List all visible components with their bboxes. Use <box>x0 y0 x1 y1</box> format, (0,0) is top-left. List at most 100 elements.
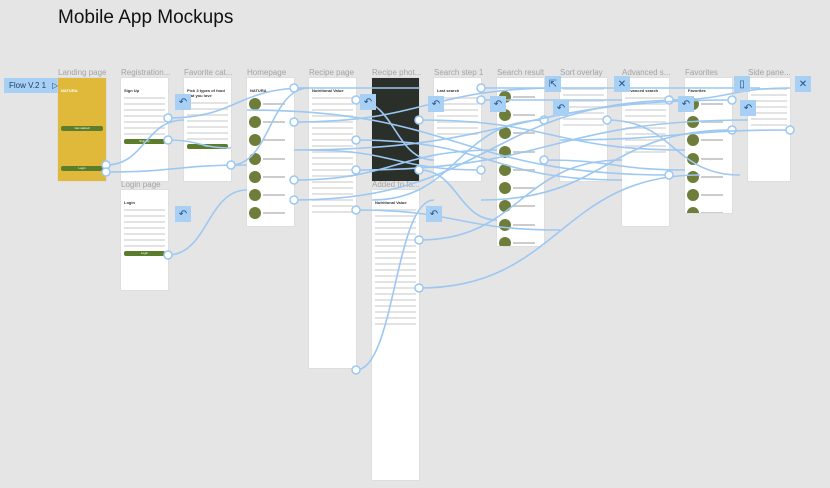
frame-label: Side pane... <box>748 68 791 77</box>
mockup-frame[interactable]: NATURA <box>247 78 294 226</box>
mockup-frame[interactable]: Nutritional Value <box>309 78 356 368</box>
text-line <box>375 251 416 253</box>
text-line <box>751 88 787 90</box>
frame-button[interactable]: Login <box>61 166 103 171</box>
food-image <box>687 170 699 183</box>
flow-start-button[interactable]: Flow V.2 1 ▷ <box>4 78 64 93</box>
list-item[interactable] <box>247 113 294 131</box>
list-item[interactable] <box>497 179 544 197</box>
list-item[interactable] <box>497 124 544 142</box>
text-line <box>563 94 604 96</box>
mockup-frame[interactable] <box>748 78 790 181</box>
text-line <box>751 106 787 108</box>
back-icon[interactable]: ↶ <box>678 96 694 112</box>
text-line <box>375 275 416 277</box>
list-item[interactable] <box>685 186 732 204</box>
frame-label: Homepage <box>247 68 287 77</box>
list-item[interactable] <box>497 197 544 215</box>
flow-label: Flow V.2 1 <box>9 81 47 90</box>
food-image <box>249 134 261 147</box>
list-item[interactable] <box>497 161 544 179</box>
list-item[interactable] <box>247 204 294 222</box>
frame-label: Favorite cat... <box>184 68 233 77</box>
food-image <box>499 127 511 140</box>
open-overlay-icon[interactable]: ⇱ <box>545 76 561 92</box>
list-item[interactable] <box>685 168 732 186</box>
text-line <box>625 145 666 147</box>
list-item[interactable] <box>685 204 732 213</box>
mockup-frame[interactable] <box>372 78 419 181</box>
text-line <box>375 239 416 241</box>
text-line <box>312 205 353 207</box>
back-icon[interactable]: ↶ <box>426 206 442 222</box>
frame-heading: Pick 3 types of food that you love <box>187 88 225 98</box>
text-line <box>187 132 228 134</box>
text-line <box>124 227 165 229</box>
close-icon[interactable]: ✕ <box>614 76 630 92</box>
list-item[interactable] <box>685 150 732 168</box>
back-icon[interactable]: ↶ <box>175 206 191 222</box>
list-item[interactable] <box>247 95 294 113</box>
list-item[interactable] <box>247 223 294 226</box>
back-icon[interactable]: ↶ <box>553 100 569 116</box>
text-line <box>312 181 353 183</box>
frame-button[interactable]: Get started <box>61 126 103 131</box>
list-item[interactable] <box>685 131 732 149</box>
back-icon[interactable]: ↶ <box>428 96 444 112</box>
open-panel-icon[interactable]: ▯ <box>734 76 750 92</box>
text-line <box>375 305 416 307</box>
frame-label: Sort overlay <box>560 68 603 77</box>
mockup-frame[interactable]: Advanced search <box>622 78 669 226</box>
text-line <box>312 139 353 141</box>
back-icon[interactable]: ↶ <box>175 94 191 110</box>
text-line <box>375 311 416 313</box>
food-image <box>499 163 511 176</box>
frame-heading: Nutritional Value <box>375 200 407 205</box>
food-image <box>499 236 511 246</box>
connection-line[interactable] <box>167 189 248 256</box>
food-image <box>249 207 261 220</box>
back-icon[interactable]: ↶ <box>360 94 376 110</box>
text-line <box>312 211 353 213</box>
food-image <box>249 152 261 165</box>
text-line <box>625 127 666 129</box>
text-line <box>187 108 228 110</box>
list-item[interactable] <box>247 150 294 168</box>
list-item[interactable] <box>685 113 732 131</box>
text-line <box>375 233 416 235</box>
list-item[interactable] <box>497 234 544 246</box>
back-icon[interactable]: ↶ <box>490 96 506 112</box>
text-line <box>375 281 416 283</box>
frame-button[interactable]: Next <box>187 144 228 149</box>
frame-label: Added to fa... <box>372 180 420 189</box>
text-line <box>312 151 353 153</box>
text-line <box>625 133 666 135</box>
list-item[interactable] <box>247 168 294 186</box>
text-line <box>751 100 787 102</box>
text-line <box>312 133 353 135</box>
text-line <box>563 100 604 102</box>
back-icon[interactable]: ↶ <box>740 100 756 116</box>
mockup-frame[interactable]: Last search <box>434 78 481 181</box>
text-line <box>124 115 165 117</box>
text-line <box>312 145 353 147</box>
text-line <box>312 199 353 201</box>
mockup-frame[interactable]: Nutritional Value <box>372 190 419 480</box>
list-item[interactable] <box>247 186 294 204</box>
list-item[interactable] <box>497 143 544 161</box>
text-line <box>563 106 604 108</box>
text-line <box>437 115 478 117</box>
text-line <box>437 127 478 129</box>
list-item[interactable] <box>247 131 294 149</box>
close-icon[interactable]: ✕ <box>795 76 811 92</box>
mockup-frame[interactable] <box>560 78 607 181</box>
list-item[interactable] <box>497 216 544 234</box>
frame-button[interactable]: Sign Up <box>124 139 165 144</box>
frame-button[interactable]: Login <box>124 251 165 256</box>
text-line <box>124 121 165 123</box>
frame-heading: NATURA <box>250 88 267 93</box>
